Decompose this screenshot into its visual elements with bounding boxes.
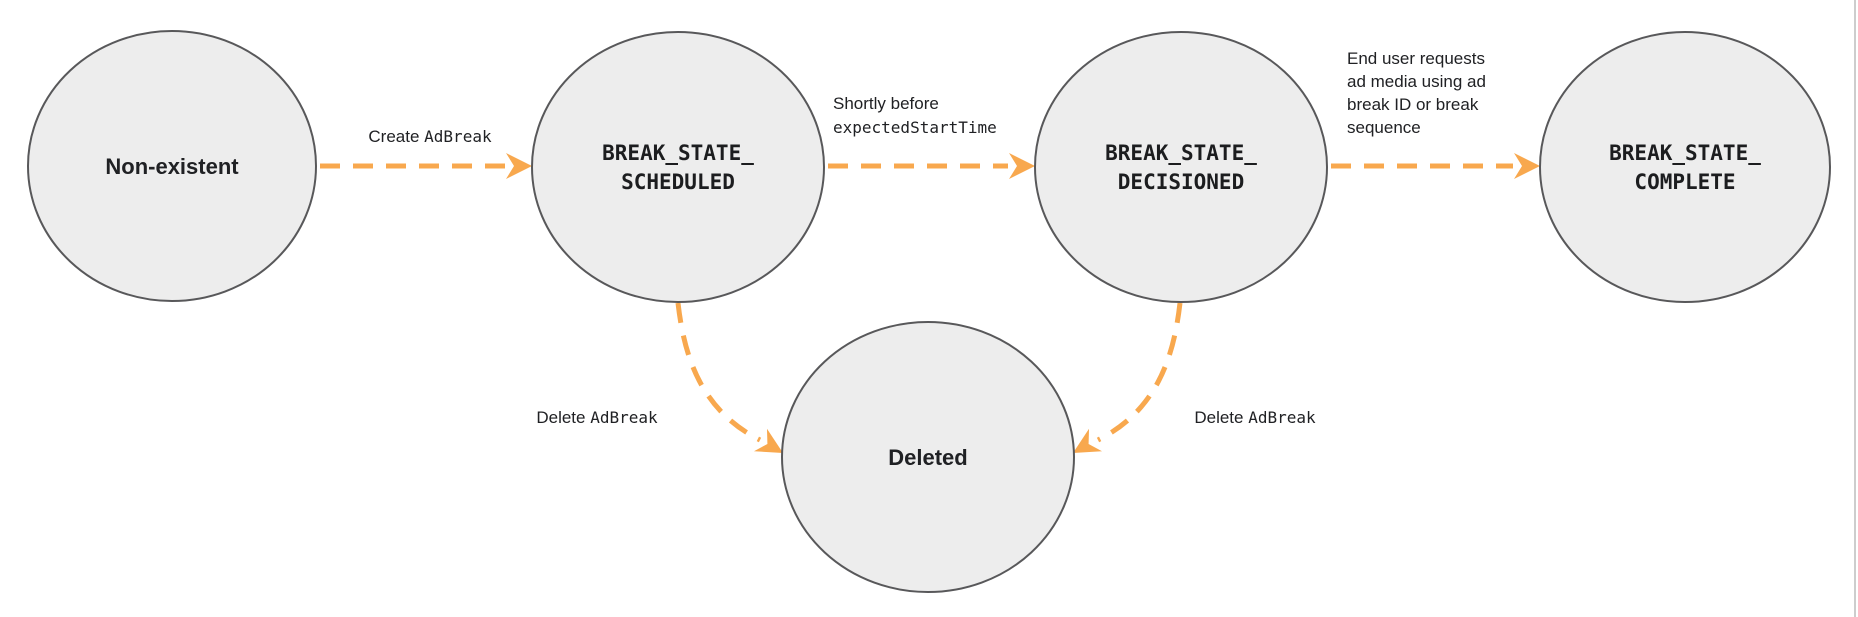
arrowhead-icon [506,153,532,179]
state-node-deleted: Deleted [781,321,1075,593]
state-circle [1539,31,1831,303]
edge-label-code: AdBreak [1248,408,1316,427]
arrowhead-icon [753,428,783,453]
edge-label-line4: sequence [1347,118,1421,137]
edge-label-plain: Delete [1194,408,1248,427]
state-node-break-state-decisioned: BREAK_STATE_ DECISIONED [1034,31,1328,303]
state-circle [1034,31,1328,303]
edge-delete-adbreak-from-scheduled: Delete AdBreak [536,302,783,453]
state-circle [781,321,1075,593]
state-label-line1: BREAK_STATE_ [602,141,754,165]
edge-end-user-requests-ad-media: End user requests ad media using ad brea… [1331,49,1540,179]
state-label-line1: BREAK_STATE_ [1609,141,1761,165]
edge-label-code: AdBreak [424,127,492,146]
edge-delete-adbreak-from-decisioned: Delete AdBreak [1073,302,1316,453]
edge-label: Delete AdBreak [1194,408,1316,427]
state-circle [27,30,317,302]
edge-label-line2: ad media using ad [1347,72,1486,91]
arrowhead-icon [1514,153,1540,179]
state-label-line2: DECISIONED [1118,170,1244,194]
state-node-break-state-complete: BREAK_STATE_ COMPLETE [1539,31,1831,303]
state-label-line2: SCHEDULED [621,170,735,194]
state-circle [531,31,825,303]
state-label: Deleted [888,445,967,470]
arrowhead-icon [1009,153,1035,179]
edge-label: Create AdBreak [368,127,492,146]
edge-label-code: expectedStartTime [833,118,997,137]
page-column-divider [1854,0,1856,617]
edge-line [675,302,762,443]
edge-label-plain: Create [368,127,424,146]
edge-label-plain: Delete [536,408,590,427]
edge-label-line1: End user requests [1347,49,1485,68]
state-label-line1: BREAK_STATE_ [1105,141,1257,165]
edge-label-line3: break ID or break [1347,95,1479,114]
state-node-break-state-scheduled: BREAK_STATE_ SCHEDULED [531,31,825,303]
edge-label: Delete AdBreak [536,408,658,427]
edge-create-adbreak: Create AdBreak [320,127,532,179]
edge-label-code: AdBreak [590,408,658,427]
arrowhead-icon [1073,428,1103,453]
state-node-non-existent: Non-existent [27,30,317,302]
state-label: Non-existent [105,154,239,179]
edge-line [1096,302,1183,443]
state-label-line2: COMPLETE [1634,170,1735,194]
edge-label-line1: Shortly before [833,94,939,113]
edge-shortly-before-expectedstarttime: Shortly before expectedStartTime [828,94,1035,179]
